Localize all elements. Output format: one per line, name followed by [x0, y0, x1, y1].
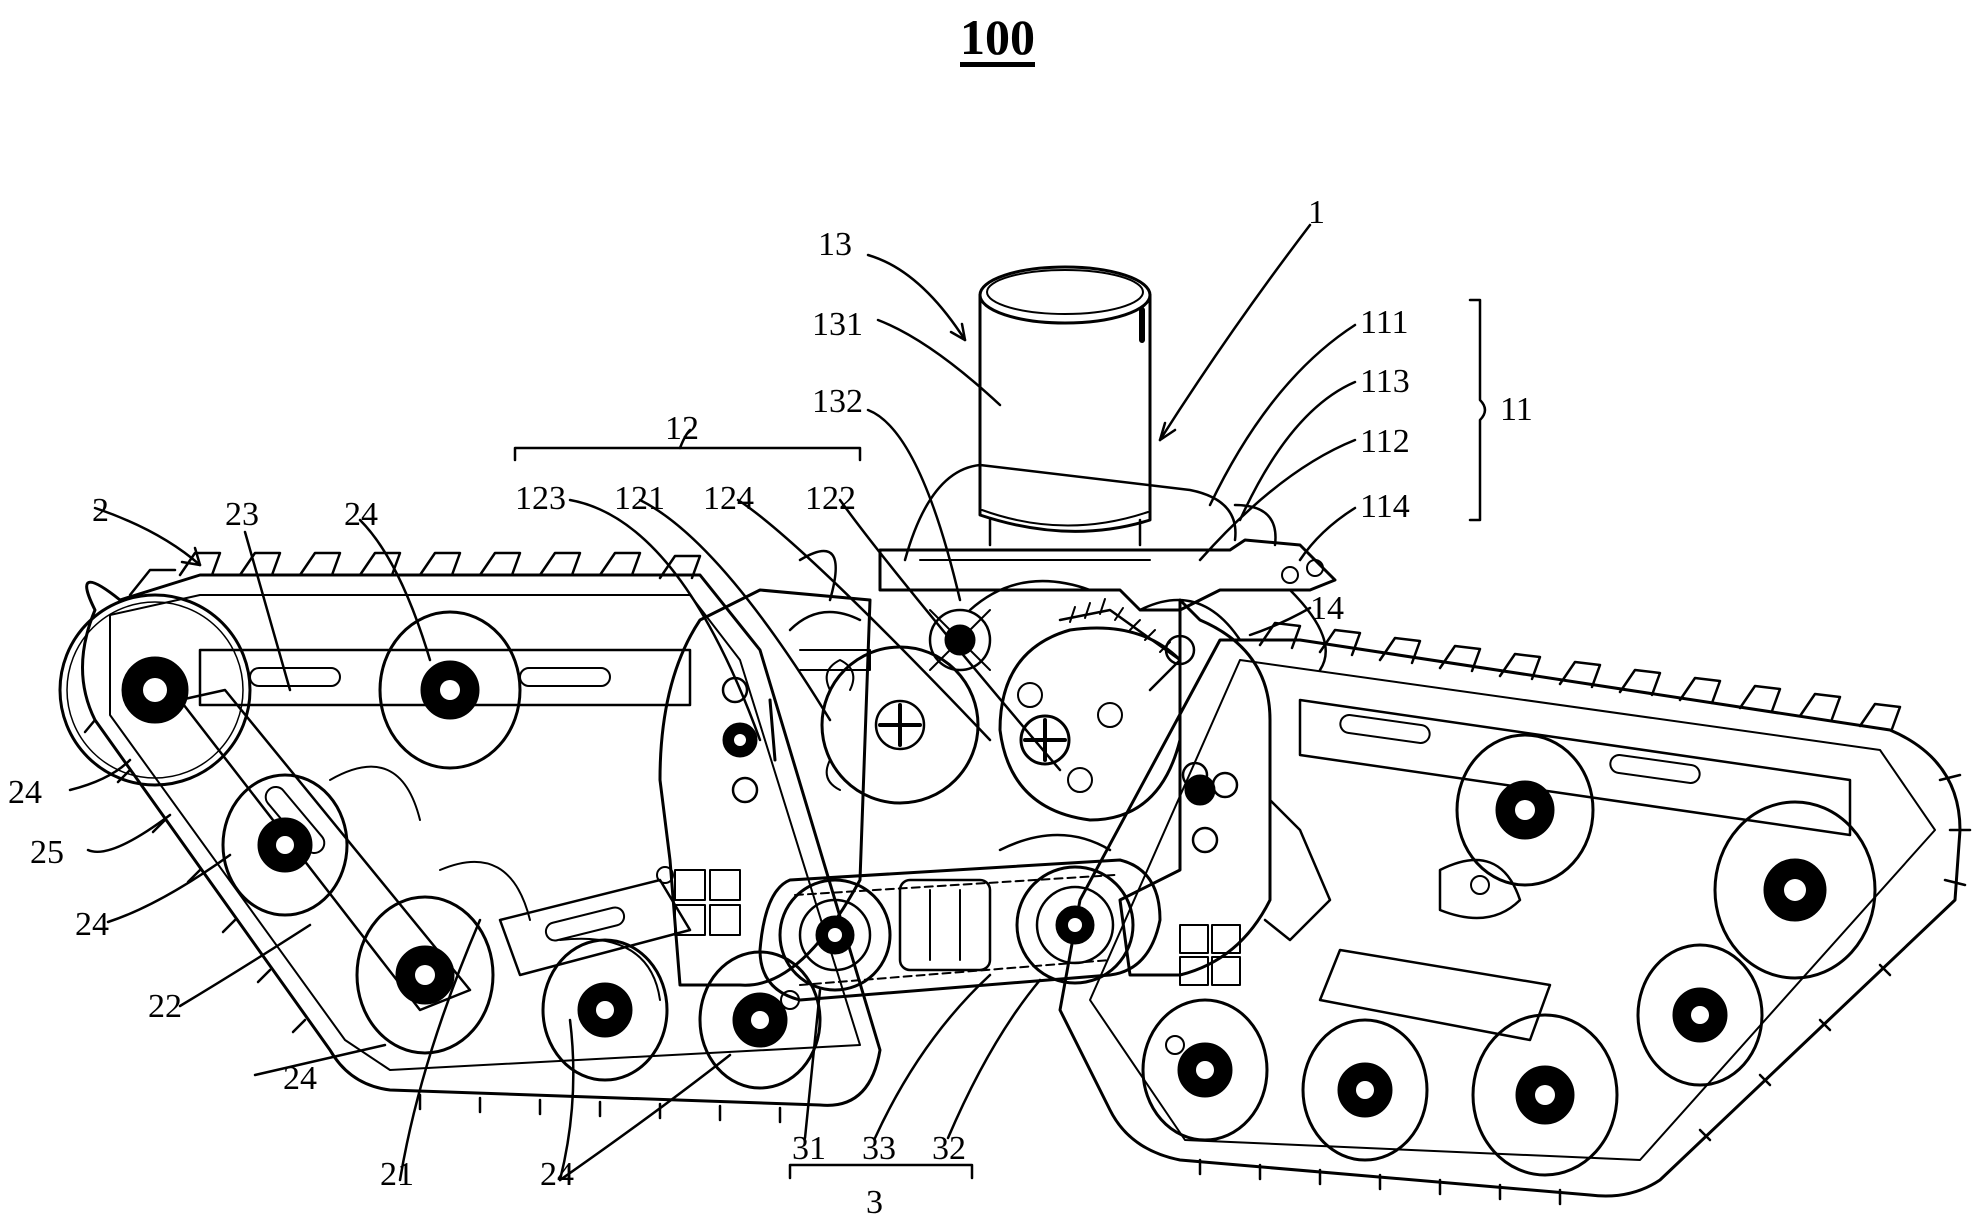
right-wheel-lower-1 [1141, 998, 1269, 1142]
label-12: 12 [665, 410, 699, 447]
left-lower-bracket [498, 878, 692, 977]
left-housing [658, 588, 872, 987]
right-upper-rail [1298, 698, 1852, 837]
label-124: 124 [703, 480, 754, 517]
central-body [656, 265, 1337, 1002]
label-21: 21 [380, 1156, 414, 1193]
gear-center [998, 626, 1182, 822]
right-housing [1118, 598, 1272, 977]
label-32: 32 [932, 1130, 966, 1167]
label-24-lower: 24 [283, 1060, 317, 1097]
left-track-assembly [58, 551, 882, 1124]
left-wheel-rear-top [378, 610, 522, 770]
label-3: 3 [866, 1184, 883, 1221]
label-13: 13 [818, 226, 852, 263]
label-113: 113 [1360, 363, 1410, 400]
label-11: 11 [1500, 391, 1533, 428]
label-24-front: 24 [8, 774, 42, 811]
left-wheel-lower-3 [698, 950, 822, 1090]
left-track-belt [81, 573, 882, 1107]
right-wheel-lower-2 [1301, 1018, 1429, 1162]
label-122: 122 [805, 480, 856, 517]
leader-lines [68, 223, 1487, 1182]
right-wheel-mid [1636, 943, 1764, 1087]
left-wheel-front-top [58, 593, 252, 787]
label-131: 131 [812, 306, 863, 343]
top-mounting-plate [878, 538, 1337, 612]
label-22: 22 [148, 988, 182, 1025]
label-24-bottom: 24 [540, 1156, 574, 1193]
label-123: 123 [515, 480, 566, 517]
sprocket-top [928, 608, 992, 672]
label-31: 31 [792, 1130, 826, 1167]
right-track-belt [1058, 638, 1962, 1198]
label-132: 132 [812, 383, 863, 420]
label-24-top: 24 [344, 496, 378, 533]
left-wheel-lower-1 [355, 860, 531, 1055]
label-1: 1 [1308, 194, 1325, 231]
right-track-assembly [1058, 621, 1972, 1206]
left-wheel-mid [221, 765, 421, 917]
label-24-mid: 24 [75, 906, 109, 943]
right-wheel-top-1 [1455, 733, 1595, 887]
left-diagonal-arm [178, 688, 472, 1012]
label-121: 121 [614, 480, 665, 517]
chain-drive [758, 833, 1162, 1002]
left-upper-rail [198, 648, 692, 707]
label-111: 111 [1360, 304, 1409, 341]
label-14: 14 [1310, 590, 1344, 627]
right-wheel-lower-3 [1471, 1013, 1619, 1177]
label-114: 114 [1360, 488, 1410, 525]
label-2: 2 [92, 492, 109, 529]
figure-number: 100 [960, 9, 1035, 65]
label-25: 25 [30, 834, 64, 871]
label-112: 112 [1360, 423, 1410, 460]
right-track-cleats [1258, 621, 1972, 887]
right-wheel-top-2 [1713, 800, 1877, 980]
label-23: 23 [225, 496, 259, 533]
label-33: 33 [862, 1130, 896, 1167]
motor [978, 265, 1152, 547]
left-wheel-lower-2 [541, 937, 669, 1082]
